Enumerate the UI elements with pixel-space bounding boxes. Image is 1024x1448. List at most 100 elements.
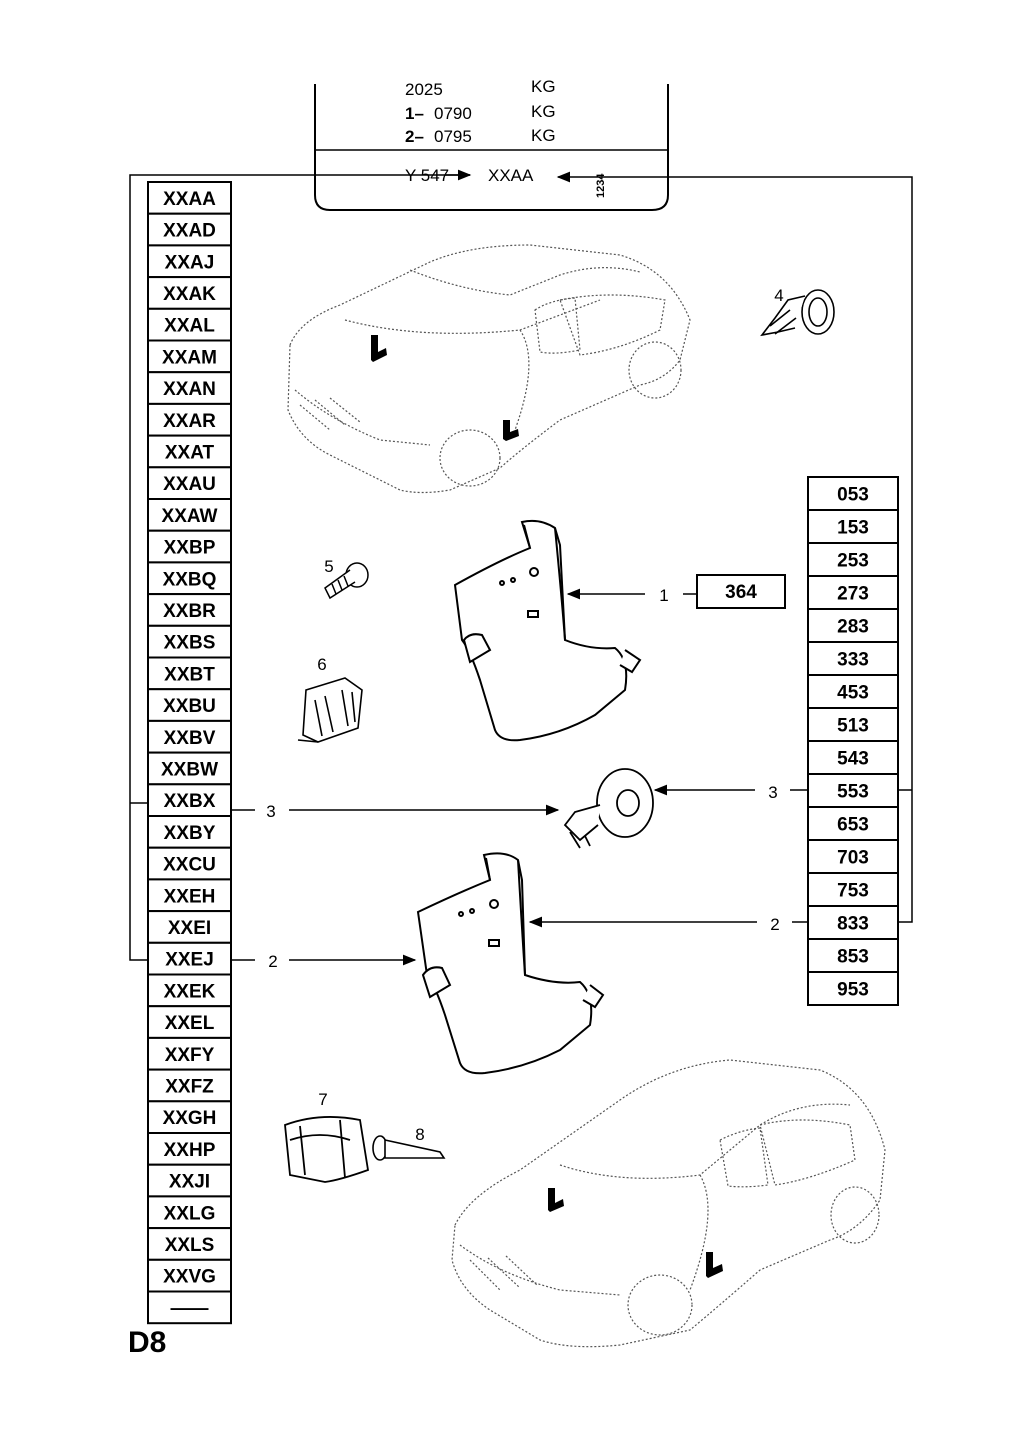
right_codes-label: 273 — [837, 584, 869, 605]
callout-right-2: 2 — [770, 915, 779, 934]
part-ref-box: 364 — [696, 574, 786, 609]
left_codes-label: XXBS — [164, 633, 216, 654]
right_codes-cell — [807, 608, 899, 643]
header-unit-1: KG — [531, 102, 556, 121]
left_codes-label: XXFY — [165, 1045, 215, 1066]
left_codes-cell — [147, 973, 232, 1008]
left_codes-label: XXAK — [163, 284, 216, 305]
right_codes-label: 543 — [837, 749, 869, 770]
left_codes-label: XXBU — [163, 696, 216, 717]
left_codes-label: XXAA — [163, 189, 216, 210]
page-id: D8 — [128, 1326, 166, 1359]
left_codes-label: XXBV — [164, 728, 216, 749]
header-unit-0: KG — [531, 77, 556, 96]
header-number-1: 0790 — [434, 104, 472, 123]
option-code-label: XXAA — [488, 166, 534, 185]
right_codes-label: 283 — [837, 617, 869, 638]
left_codes-label: XXAW — [162, 506, 218, 527]
left_codes-label: XXBY — [164, 823, 216, 844]
callout-7: 7 — [318, 1090, 327, 1109]
screw-part-5 — [324, 562, 369, 600]
left_codes-cell — [147, 371, 232, 405]
callout-left-3: 3 — [266, 802, 275, 821]
right_codes-label: 853 — [837, 947, 869, 968]
left_codes-label: XXAR — [163, 411, 216, 432]
left_codes-label: XXBP — [164, 538, 216, 559]
right_codes-label: 833 — [837, 914, 869, 935]
right_codes-label: 553 — [837, 782, 869, 803]
right_codes-label: 333 — [837, 650, 869, 671]
left_codes-label: XXEK — [164, 981, 216, 1002]
left_codes-cell — [147, 1290, 232, 1325]
left_codes-cell — [147, 181, 232, 215]
right_codes-label: 703 — [837, 848, 869, 869]
left-code-column: XXAAXXADXXAJXXAKXXALXXAMXXANXXARXXATXXAU… — [147, 181, 232, 1325]
left_codes-label: XXBX — [164, 791, 216, 812]
left_codes-cell — [147, 1163, 232, 1198]
callout-8: 8 — [415, 1125, 424, 1144]
right_codes-label: 053 — [837, 485, 869, 506]
left_codes-label: XXEH — [164, 886, 216, 907]
left_codes-cell — [147, 1068, 232, 1103]
left_codes-label: XXLG — [164, 1203, 216, 1224]
left_codes-label: XXGH — [163, 1108, 217, 1129]
callout-1: 1 — [659, 586, 668, 605]
left_codes-label: XXAL — [164, 316, 215, 337]
right-code-column: 0531532532732833334535135435536537037538… — [807, 476, 899, 1006]
right_codes-label: 453 — [837, 683, 869, 704]
left_codes-cell — [147, 466, 232, 500]
left_codes-label: XXFZ — [165, 1076, 214, 1097]
header-prefix-2: 2– — [405, 127, 424, 146]
left_codes-label: XXAM — [162, 347, 217, 368]
right_codes-cell — [807, 707, 899, 742]
left_codes-cell — [147, 688, 232, 722]
mud-flap-part-1 — [453, 519, 642, 742]
left_codes-cell — [147, 1132, 232, 1166]
clip-marker-icon-2 — [548, 1188, 723, 1278]
band-clip-part-7 — [284, 1116, 370, 1183]
header-number-0: 2025 — [405, 80, 443, 99]
callout-numbers: 1 3 3 2 2 4 5 6 7 8 — [266, 286, 783, 1144]
left_codes-cell — [147, 1195, 232, 1230]
callout-arrows — [232, 588, 808, 966]
left_codes-label: XXAD — [163, 221, 216, 242]
left_codes-cell — [147, 1100, 232, 1135]
callout-right-3: 3 — [768, 783, 777, 802]
option-side-label: 1234 — [595, 173, 607, 198]
left_codes-cell — [147, 276, 232, 310]
grommet-part-3 — [563, 768, 654, 849]
push-clip-part-4 — [760, 289, 835, 337]
right_codes-label: 753 — [837, 881, 869, 902]
left_codes-label: XXEL — [165, 1013, 215, 1034]
bracket-part-6 — [297, 677, 363, 743]
callout-left-2: 2 — [268, 952, 277, 971]
left_codes-cell — [147, 1258, 232, 1293]
left_codes-cell — [147, 498, 232, 532]
clip-marker-icon — [371, 335, 519, 441]
left_codes-label: XXBW — [161, 759, 218, 780]
left_codes-label: XXLS — [165, 1235, 215, 1256]
left_codes-label: XXJI — [169, 1172, 210, 1193]
right_codes-cell — [807, 971, 899, 1006]
left_codes-cell — [147, 719, 232, 754]
callout-6: 6 — [317, 655, 326, 674]
header-panel: 2025 KG 1– 0790 KG 2– 0795 KG Y 547 XXAA… — [314, 77, 669, 211]
right_codes-cell — [807, 476, 899, 511]
left_codes-cell — [147, 656, 232, 691]
left_codes-label: XXVG — [163, 1267, 216, 1288]
right_codes-cell — [807, 773, 899, 808]
left_codes-cell — [147, 434, 232, 469]
rivet-part-8 — [372, 1135, 446, 1161]
mud-flap-part-2 — [416, 852, 605, 1075]
right_codes-label: 953 — [837, 980, 869, 1001]
car-top-illustration — [287, 244, 691, 494]
left_codes-label: XXEI — [168, 918, 211, 939]
callout-4: 4 — [774, 286, 783, 305]
left_codes-cell — [147, 561, 232, 596]
left_codes-cell — [147, 212, 232, 247]
left_codes-label: XXHP — [164, 1140, 216, 1161]
right_codes-label: 513 — [837, 716, 869, 737]
left_codes-label: XXAT — [165, 442, 215, 463]
right_codes-cell — [807, 740, 899, 775]
